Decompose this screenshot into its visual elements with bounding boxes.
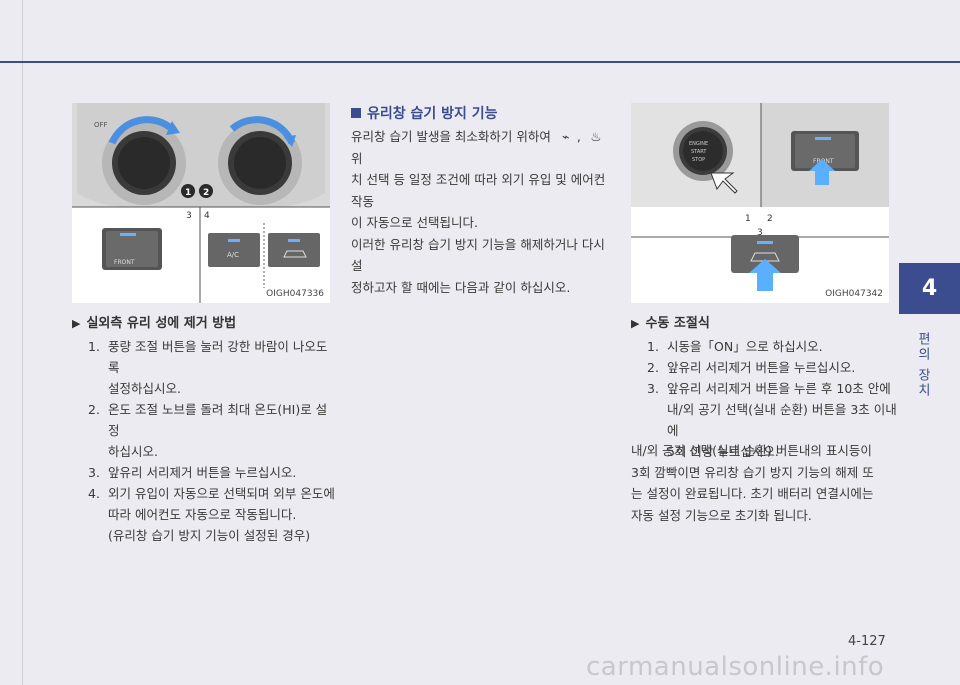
start-start: START [691,149,707,155]
start-button-illustration: ENGINE START STOP FRONT 1 2 3 [631,103,889,291]
para1-line-1: 유리창 습기 발생을 최소화하기 위하여 [351,129,551,144]
step-text: (유리창 습기 방지 기능이 설정된 경우) [108,528,311,543]
step-number: 3. [88,465,100,480]
step-number: 2. [647,360,659,375]
callout-3: 3 [186,211,192,221]
list-item: 4. 외기 유입이 자동으로 선택되며 외부 온도에 [88,483,338,504]
list-item: 1. 풍량 조절 버튼을 눌러 강한 바람이 나오도록 [88,336,338,378]
step-number [647,399,667,441]
margin-line [22,0,23,685]
step-text: 풍량 조절 버튼을 눌러 강한 바람이 나오도록 [108,339,328,375]
right-note: 내/외 공기 선택(실내 순환) 버튼내의 표시등이 3회 깜빡이면 유리창 습기… [631,440,893,526]
para1-line-3: 이 자동으로 선택됩니다. [351,215,478,230]
para2-line-2: 정하고자 할 때에는 다음과 같이 하십시오. [351,279,571,295]
step-text: 내/외 공기 선택(실내 순환) 버튼을 3초 이내에 [667,402,897,438]
step-number: 4. [88,486,100,501]
list-item: 3. 앞유리 서리제거 버튼을 누르십시오. [88,462,338,483]
callout-r3: 3 [757,228,763,238]
step-number: 1. [88,339,100,354]
start-engine: ENGINE [689,141,708,147]
list-item: (유리창 습기 방지 기능이 설정된 경우) [88,525,338,546]
note-line: 내/외 공기 선택(실내 순환) 버튼내의 표시등이 [631,443,872,458]
front-label: FRONT [114,259,135,266]
para1-wi: 위 [351,150,363,166]
step-text: 하십시오. [108,444,158,459]
list-item: 따라 에어컨도 자동으로 작동됩니다. [88,504,338,525]
para1-line-2: 치 선택 등 일정 조건에 따라 외기 유입 및 에어컨 작동 [351,172,606,209]
list-item: 하십시오. [88,441,338,462]
note-line: 3회 깜빡이면 유리창 습기 방지 기능의 해제 또 [631,464,874,480]
callout-r2: 2 [767,214,773,224]
chapter-tab: 4 [899,263,960,314]
list-item: 3. 앞유리 서리제거 버튼을 누른 후 10초 안에 [647,378,897,399]
header-rule [0,61,960,63]
list-item: 설정하십시오. [88,378,338,399]
step-number [88,525,108,546]
chapter-label: 편의 장치 [915,332,930,399]
chapter-number: 4 [921,276,938,301]
step-text: 따라 에어컨도 자동으로 작동됩니다. [108,507,297,522]
watermark: carmanualsonline.info [586,652,885,682]
list-item: 5회 이상 누르십시오. [647,441,897,462]
figure-defrost-buttons: ENGINE START STOP FRONT 1 2 3 OIGH047342 [631,103,889,303]
defrost-icon: ♨ [590,129,602,144]
step-text: 외기 유입이 자동으로 선택되며 외부 온도에 [108,486,335,501]
right-heading-text: 수동 조절식 [645,316,710,331]
step-number [88,504,108,525]
figure-code: OIGH047342 [825,289,883,299]
section-title-text: 유리창 습기 방지 기능 [367,106,498,122]
step-text: 온도 조절 노브를 돌려 최대 온도(HI)로 설정 [108,402,328,438]
step-number: 1. [647,339,659,354]
right-steps: 1. 시동을「ON」으로 하십시오. 2. 앞유리 서리제거 버튼을 누르십시오. 3.… [647,336,897,462]
step-text: 시동을「ON」으로 하십시오. [667,339,823,354]
section-title: 유리창 습기 방지 기능 [351,103,498,123]
left-heading-text: 실외측 유리 성에 제거 방법 [86,316,237,331]
start-stop: STOP [692,157,705,163]
note-line: 는 설정이 완료됩니다. 초기 배터리 연결시에는 [631,486,874,501]
step-text: 앞유리 서리제거 버튼을 누르십시오. [667,360,856,375]
triangle-icon: ▶ [72,317,81,330]
page-number: 4-127 [848,634,886,649]
callout-4: 4 [204,211,210,221]
step-number [88,378,108,399]
middle-para-1: 유리창 습기 발생을 최소화하기 위하여 ⌁, ♨ 위 치 선택 등 일정 조건… [351,126,619,298]
step-text: 5회 이상 누르십시오. [667,444,779,459]
list-item: 1. 시동을「ON」으로 하십시오. [647,336,897,357]
climate-panel-illustration: OFF 1 2 3 4 FRONT A/C [72,103,330,303]
step-text: 앞유리 서리제거 버튼을 누르십시오. [108,465,297,480]
defog-icon: ⌁ [562,129,570,144]
figure-code: OIGH047336 [266,289,324,299]
right-heading: ▶ 수동 조절식 [631,312,710,331]
ac-label: A/C [227,251,239,259]
step-number: 2. [88,402,100,417]
step-number: 3. [647,381,659,396]
note-line: 자동 설정 기능으로 초기화 됩니다. [631,507,812,523]
list-item: 내/외 공기 선택(실내 순환) 버튼을 3초 이내에 [647,399,897,441]
callout-1: 1 [185,188,191,198]
figure-climate-knobs: OFF 1 2 3 4 FRONT A/C OIGH047336 [72,103,330,303]
step-text: 앞유리 서리제거 버튼을 누른 후 10초 안에 [667,381,891,396]
step-number [88,441,108,462]
step-text: 설정하십시오. [108,381,181,396]
left-heading: ▶ 실외측 유리 성에 제거 방법 [72,312,236,331]
para2-line-1: 이러한 유리창 습기 방지 기능을 해제하거나 다시 설 [351,236,605,274]
list-item: 2. 앞유리 서리제거 버튼을 누르십시오. [647,357,897,378]
callout-2: 2 [203,188,209,198]
knob-off-label: OFF [94,121,108,129]
para1-comma: , [576,129,581,144]
callout-r1: 1 [745,214,751,224]
triangle-icon: ▶ [631,317,640,330]
list-item: 2. 온도 조절 노브를 돌려 최대 온도(HI)로 설정 [88,399,338,441]
